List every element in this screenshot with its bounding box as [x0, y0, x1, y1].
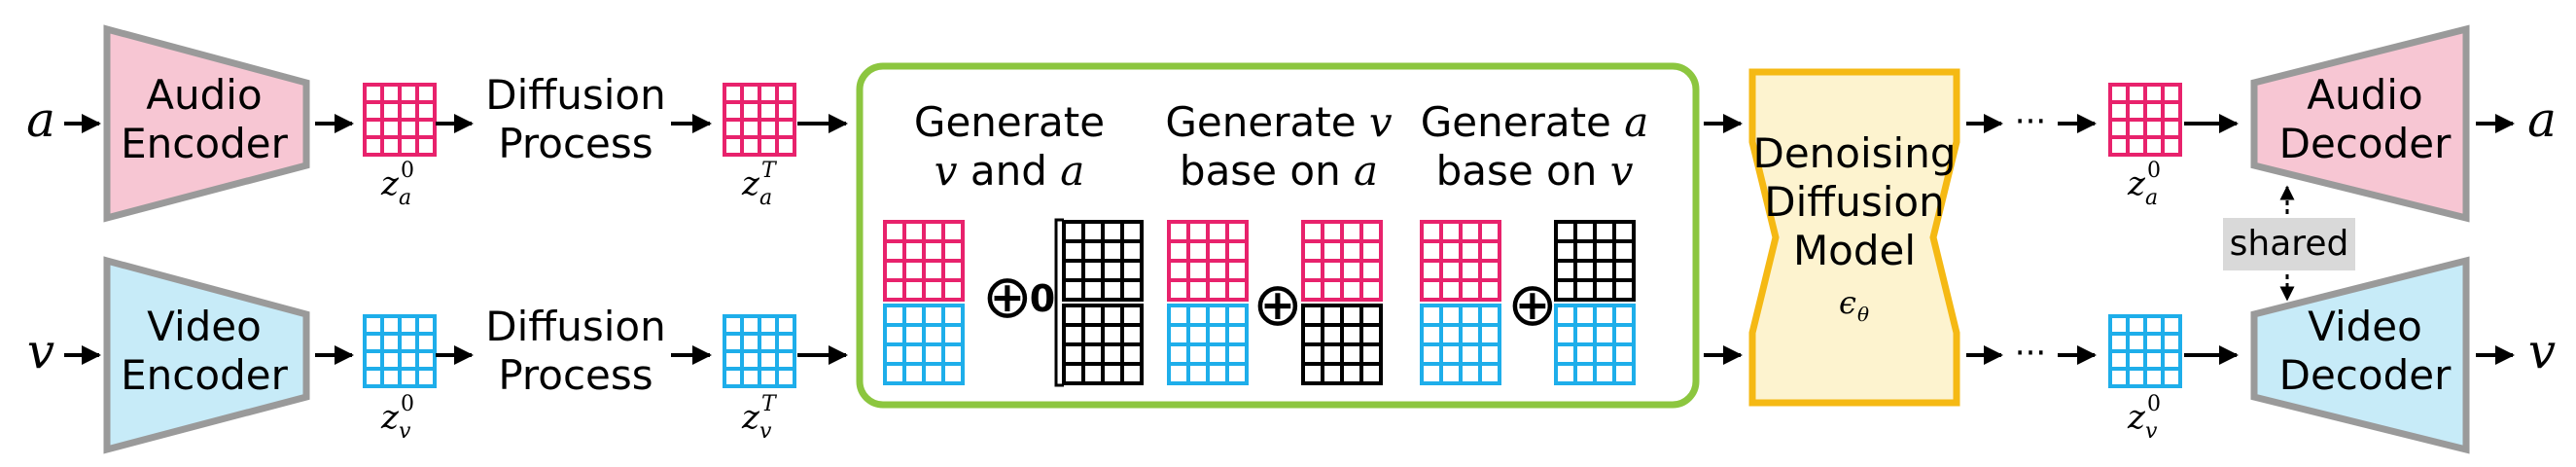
- latent-label-audio-0: z a 0: [380, 159, 414, 210]
- latent-label-video-T: z v T: [741, 392, 778, 444]
- svg-text:v: v: [2145, 419, 2158, 444]
- input-video-symbol: v: [27, 323, 54, 379]
- svg-text:Video: Video: [147, 303, 262, 350]
- svg-text:z: z: [380, 398, 400, 437]
- oplus-video-given-audio: ⊕: [1253, 269, 1303, 340]
- task-joint-zero-mask-top: [1062, 220, 1144, 302]
- task-vga-video-noise: [1167, 304, 1249, 385]
- latent-grid-audio-out: [2108, 83, 2182, 157]
- svg-text:base on v: base on v: [1436, 147, 1634, 195]
- svg-text:Diffusion: Diffusion: [485, 71, 665, 119]
- shared-badge: [2223, 218, 2355, 270]
- ellipsis-audio: ···: [2015, 102, 2046, 141]
- diffusion-process-audio: Diffusion Process: [485, 71, 665, 167]
- task-joint-label: Generate v and a: [914, 98, 1105, 195]
- svg-text:Encoder: Encoder: [121, 120, 288, 167]
- diffusion-process-video: Diffusion Process: [485, 303, 665, 399]
- denoising-diffusion-model: Denoising Diffusion Model ϵ θ: [1748, 68, 1960, 407]
- svg-text:Audio: Audio: [146, 71, 262, 119]
- svg-text:Generate a: Generate a: [1421, 98, 1649, 146]
- svg-text:a: a: [759, 186, 772, 210]
- latent-label-audio-0-out: z a 0: [2127, 159, 2161, 210]
- shared-label: shared: [2230, 224, 2349, 264]
- svg-text:Encoder: Encoder: [121, 351, 288, 399]
- audio-decoder: Audio Decoder: [2250, 24, 2470, 223]
- svg-text:0: 0: [401, 392, 414, 416]
- video-decoder: Video Decoder: [2250, 256, 2470, 454]
- task-vga-audio-noise: [1167, 220, 1249, 302]
- svg-text:Denoising: Denoising: [1753, 129, 1957, 177]
- latent-grid-video-T: [723, 314, 796, 388]
- video-encoder: Video Encoder: [103, 256, 310, 454]
- svg-text:0: 0: [2147, 159, 2161, 183]
- oplus-joint: ⊕: [982, 261, 1033, 332]
- oplus-audio-given-video: ⊕: [1507, 269, 1558, 340]
- svg-text:z: z: [741, 164, 760, 203]
- svg-text:Diffusion: Diffusion: [485, 303, 665, 350]
- latent-label-video-0: z v 0: [380, 392, 414, 444]
- svg-text:Process: Process: [498, 120, 653, 167]
- svg-text:Decoder: Decoder: [2279, 351, 2452, 399]
- latent-grid-video-0: [363, 314, 437, 388]
- bracket-left: [1054, 218, 1064, 387]
- task-agv-video-cond: [1554, 304, 1636, 385]
- svg-text:T: T: [761, 392, 778, 416]
- svg-text:Generate v: Generate v: [1165, 98, 1393, 146]
- latent-grid-audio-0: [363, 83, 437, 157]
- task-vga-video-mask: [1301, 304, 1383, 385]
- output-video-symbol: v: [2528, 323, 2556, 379]
- svg-text:Diffusion: Diffusion: [1764, 178, 1944, 226]
- svg-text:Decoder: Decoder: [2279, 120, 2452, 167]
- task-joint-audio-noise: [883, 220, 965, 302]
- svg-text:θ: θ: [1857, 303, 1869, 326]
- ellipsis-video: ···: [2015, 334, 2046, 373]
- task-vga-audio-cond: [1301, 220, 1383, 302]
- task-agv-video-noise: [1420, 304, 1501, 385]
- svg-text:Video: Video: [2308, 303, 2422, 350]
- svg-text:Model: Model: [1793, 227, 1916, 274]
- svg-text:z: z: [2127, 398, 2146, 437]
- audio-encoder: Audio Encoder: [103, 24, 310, 223]
- task-box: [856, 62, 1700, 409]
- zero-noise-symbol: 0: [1030, 277, 1055, 320]
- svg-text:z: z: [2127, 164, 2146, 203]
- svg-text:Generate: Generate: [914, 98, 1105, 146]
- svg-text:T: T: [761, 159, 778, 183]
- task-video-given-audio-label: Generate v base on a: [1165, 98, 1393, 195]
- latent-label-audio-T: z a T: [741, 159, 778, 210]
- task-audio-given-video-label: Generate a base on v: [1421, 98, 1649, 195]
- svg-text:a: a: [2145, 186, 2158, 210]
- svg-text:base on a: base on a: [1180, 147, 1378, 195]
- task-agv-audio-mask: [1554, 220, 1636, 302]
- svg-text:a: a: [399, 186, 411, 210]
- latent-grid-audio-T: [723, 83, 796, 157]
- svg-text:Process: Process: [498, 351, 653, 399]
- svg-text:z: z: [380, 164, 400, 203]
- latent-label-video-0-out: z v 0: [2127, 392, 2161, 444]
- latent-grid-video-out: [2108, 314, 2182, 388]
- svg-text:v and a: v and a: [935, 147, 1085, 195]
- svg-text:ϵ: ϵ: [1839, 284, 1856, 321]
- task-joint-zero-mask-bottom: [1062, 304, 1144, 385]
- svg-text:Audio: Audio: [2307, 71, 2422, 119]
- svg-text:0: 0: [2147, 392, 2161, 416]
- svg-text:v: v: [759, 419, 772, 444]
- task-agv-audio-noise: [1420, 220, 1501, 302]
- input-audio-symbol: a: [26, 91, 55, 148]
- svg-text:z: z: [741, 398, 760, 437]
- svg-text:v: v: [399, 419, 411, 444]
- task-joint-video-noise: [883, 304, 965, 385]
- output-audio-symbol: a: [2527, 91, 2557, 148]
- svg-text:0: 0: [401, 159, 414, 183]
